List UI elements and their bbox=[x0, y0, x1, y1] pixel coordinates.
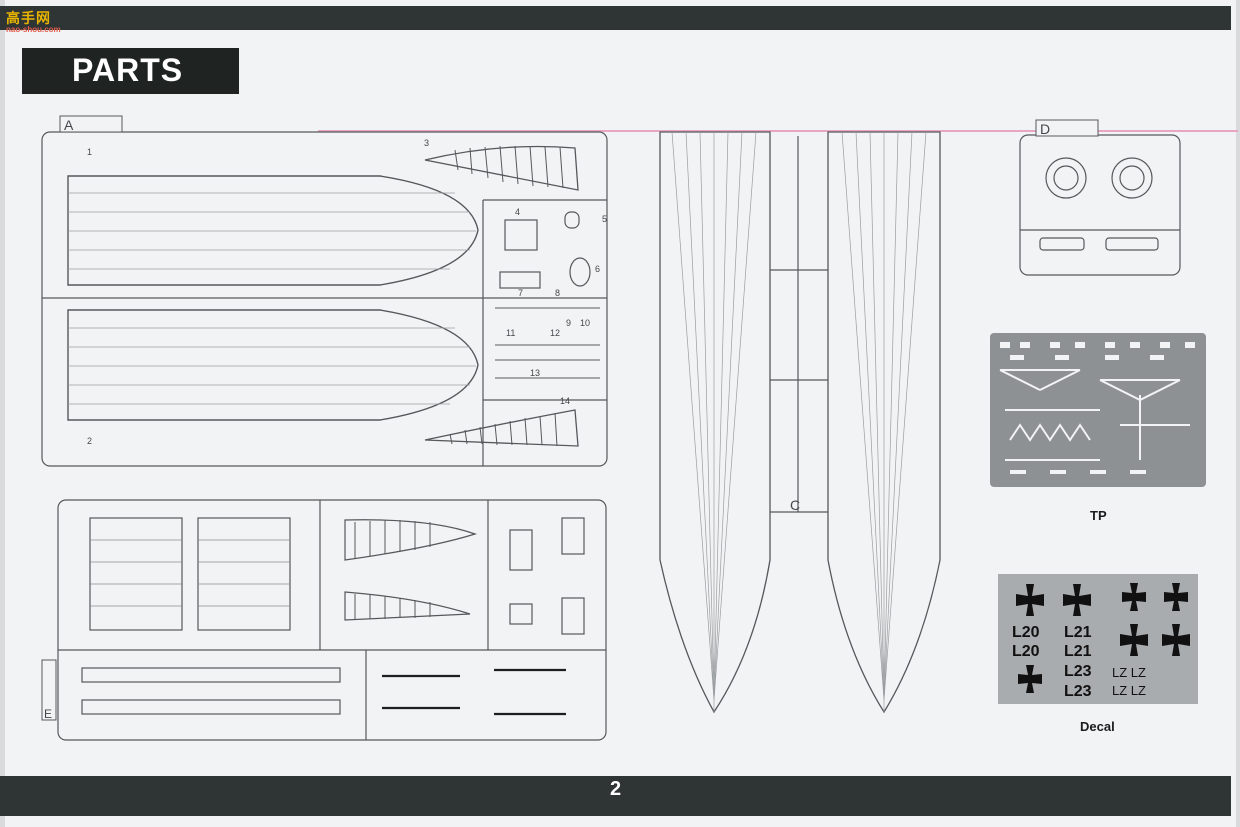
sprue-d bbox=[1019, 134, 1181, 276]
section-title: PARTS bbox=[72, 52, 184, 88]
decal-marking-l23-b: L23 bbox=[1064, 683, 1092, 700]
part-number-2: 2 bbox=[87, 436, 92, 446]
watermark-logo: 高手网 nao-shou.com bbox=[6, 8, 61, 34]
decal-marking-l20-b: L20 bbox=[1012, 643, 1040, 660]
watermark-text: 高手网 bbox=[6, 10, 51, 26]
photo-etch-caption: TP bbox=[1090, 508, 1107, 523]
sprue-label-e: E bbox=[44, 707, 52, 721]
decal-sheet: L20 L21 L20 L21 L23 L23 LZ LZ LZ LZ bbox=[998, 574, 1198, 704]
section-title-box: PARTS bbox=[22, 48, 239, 94]
iron-cross-decals bbox=[1016, 583, 1190, 693]
rudder-part-14 bbox=[424, 409, 579, 447]
sprue-label-c: C bbox=[790, 497, 800, 513]
top-bar bbox=[0, 6, 1231, 30]
part-number-12: 12 bbox=[550, 328, 560, 338]
sprue-label-a: A bbox=[64, 117, 74, 133]
decal-marking-l21-b: L21 bbox=[1064, 643, 1092, 660]
photo-etch-sheet bbox=[990, 333, 1206, 487]
decal-marking-l23-a: L23 bbox=[1064, 663, 1092, 680]
decal-marking-lz-b: LZ LZ bbox=[1112, 683, 1146, 698]
part-number-13: 13 bbox=[530, 368, 540, 378]
part-number-6: 6 bbox=[595, 264, 600, 274]
bottom-bar bbox=[0, 776, 1231, 816]
rudder-part-3 bbox=[424, 145, 579, 191]
highlight-line bbox=[318, 130, 1238, 132]
sprue-label-d: D bbox=[1040, 121, 1050, 137]
gondola-half-top bbox=[67, 175, 479, 286]
part-number-14: 14 bbox=[560, 396, 570, 406]
watermark-url: nao-shou.com bbox=[6, 25, 61, 34]
part-number-3: 3 bbox=[424, 138, 429, 148]
sprue-b bbox=[57, 499, 607, 741]
part-number-4: 4 bbox=[515, 207, 520, 217]
part-number-10: 10 bbox=[580, 318, 590, 328]
part-number-5: 5 bbox=[602, 214, 607, 224]
part-number-1: 1 bbox=[87, 147, 92, 157]
gondola-half-bottom bbox=[67, 309, 479, 421]
part-number-8: 8 bbox=[555, 288, 560, 298]
sprue-a bbox=[41, 131, 608, 467]
sprue-c bbox=[659, 131, 941, 714]
part-number-7: 7 bbox=[518, 288, 523, 298]
part-number-9: 9 bbox=[566, 318, 571, 328]
part-number-11: 11 bbox=[506, 328, 515, 338]
decal-marking-lz-a: LZ LZ bbox=[1112, 665, 1146, 680]
decal-marking-l20-a: L20 bbox=[1012, 624, 1040, 641]
page-number: 2 bbox=[609, 778, 622, 800]
decal-marking-l21-a: L21 bbox=[1064, 624, 1092, 641]
decal-caption: Decal bbox=[1080, 719, 1115, 734]
